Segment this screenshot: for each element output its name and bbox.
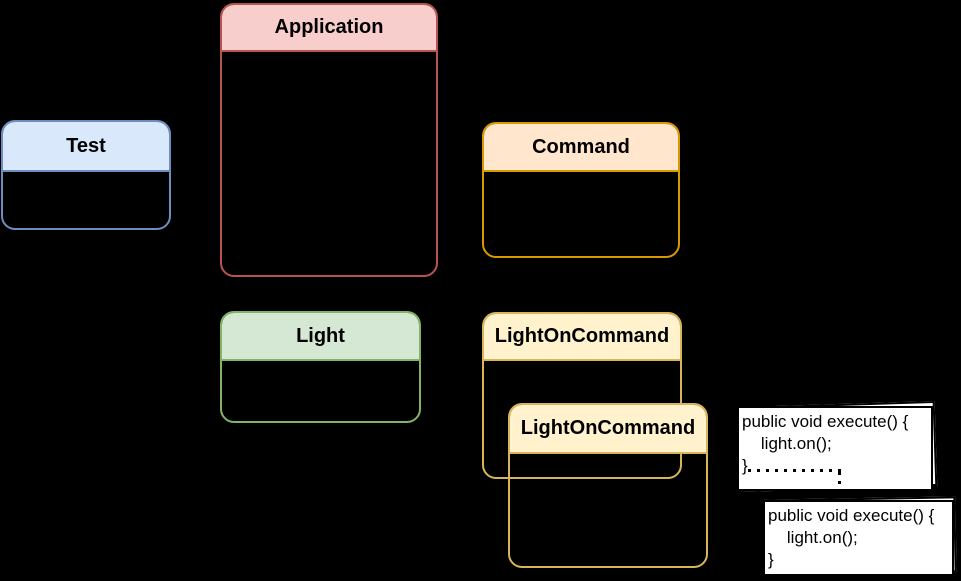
class-title-lightoncommand-front: LightOnCommand: [520, 417, 696, 439]
code-line: }: [742, 456, 748, 475]
class-header-lightoncommand-back: LightOnCommand: [484, 314, 680, 361]
class-header-test: Test: [3, 122, 169, 172]
dotted-connector-horizontal: [748, 469, 842, 472]
code-line: light.on();: [768, 528, 858, 547]
code-line: light.on();: [742, 434, 832, 453]
class-header-lightoncommand-front: LightOnCommand: [510, 405, 706, 454]
class-title-lightoncommand-back: LightOnCommand: [494, 325, 670, 347]
class-header-command: Command: [484, 124, 678, 172]
class-header-application: Application: [222, 5, 436, 52]
class-title-command: Command: [532, 135, 630, 158]
class-box-lightoncommand-front: LightOnCommand: [508, 403, 708, 568]
class-box-application: Application: [220, 3, 438, 277]
code-note-2: public void execute() { light.on(); }: [763, 496, 957, 576]
code-note-2-paper: public void execute() { light.on(); }: [763, 500, 954, 576]
class-header-light: Light: [222, 313, 419, 361]
class-title-light: Light: [296, 324, 345, 347]
class-box-command: Command: [482, 122, 680, 258]
code-line: public void execute() {: [742, 412, 909, 431]
class-box-lightoncommand-back: LightOnCommand: [482, 312, 682, 479]
class-title-test: Test: [66, 134, 106, 157]
class-box-light: Light: [220, 311, 421, 423]
class-title-application: Application: [274, 16, 384, 38]
code-line: }: [768, 550, 774, 569]
dotted-connector-vertical: [838, 472, 841, 501]
code-note-1-paper: public void execute() { light.on(); }: [737, 406, 933, 491]
class-box-test: Test: [1, 120, 171, 230]
code-note-1: public void execute() { light.on(); }: [737, 400, 938, 493]
code-line: public void execute() {: [768, 506, 935, 525]
